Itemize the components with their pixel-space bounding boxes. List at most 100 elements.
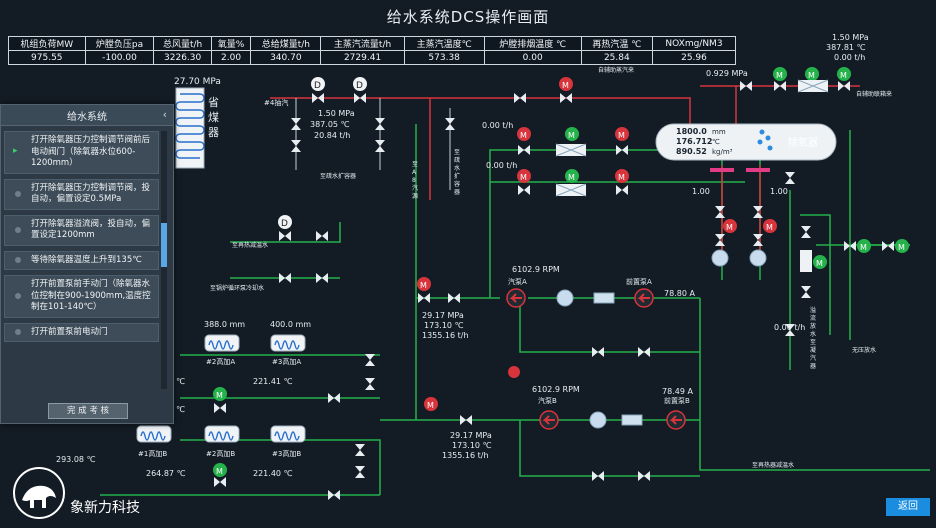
overflow-2: 流 [810,314,816,322]
header-a-temp: 173.10 ℃ [424,321,464,330]
scrollbar[interactable] [161,131,167,389]
hp-heater-3b[interactable] [270,425,306,443]
param-value: 0.00 [483,50,582,65]
page-title: 给水系统DCS操作画面 [386,8,550,26]
to-boiler-cooling-label: 至锅炉循环泵冷却水 [210,284,264,292]
param-header: 总给煤量t/h [250,36,322,51]
step-text: 打开除氧器压力控制调节阀，投自动，偏置设定0.5MPa [31,182,151,205]
step-item[interactable]: ▸ 打开除氧器压力控制调节阀前后电动阀门（除氧器水位600-1200mm） [4,131,159,174]
hp-heater-2b[interactable] [204,425,240,443]
overflow-4: 水 [810,330,816,338]
to-a8-3: 8 [412,177,416,184]
hp-heater-1b[interactable] [136,425,172,443]
heat-exchanger-a[interactable] [555,143,587,157]
svg-text:M: M [216,391,223,400]
svg-text:M: M [726,223,733,232]
header-a-pressure: 29.17 MPa [422,311,464,320]
hp-heater-2a[interactable] [204,334,240,352]
svg-text:D: D [281,219,288,229]
feed-pump-a[interactable] [506,288,526,308]
parameter-header-row: 机组负荷MW 炉膛负压pa 总风量t/h 氧量% 总给煤量t/h 主蒸汽流量t/… [8,36,737,51]
step-text: 打开前置泵前手动门（除氧器水位控制在900-1900mm,温度控制在101-14… [31,279,151,312]
feed-pump-b[interactable] [539,410,559,430]
temp-221a: 221.41 ℃ [253,377,293,386]
motor-valves[interactable]: D D D M M M M M M M M M M M M M M M M M … [213,67,909,477]
overflow-valve[interactable] [800,250,812,272]
step-item[interactable]: 等待除氧器温度上升到135℃ [4,250,159,270]
collapse-icon[interactable]: ‹ [162,108,167,121]
steam-flow: 20.84 t/h [314,131,350,140]
step-list[interactable]: ▸ 打开除氧器压力控制调节阀前后电动阀门（除氧器水位600-1200mm） 打开… [4,131,159,385]
svg-text:M: M [520,173,527,182]
overflow-8: 器 [810,363,816,370]
steam-pipes [270,85,860,260]
svg-text:M: M [562,81,569,90]
step-item[interactable]: 打开前置泵前电动门 [4,322,159,342]
economizer-label-2: 煤 [208,111,219,124]
heat-exchanger-b[interactable] [555,183,587,197]
step-text: 打开前置泵前电动门 [31,326,108,337]
booster-pump-b[interactable] [666,410,686,430]
back-button[interactable]: 返回 [886,498,930,516]
complete-assessment-button[interactable]: 完 成 考 核 [48,403,128,419]
svg-text:M: M [860,243,867,252]
temp-unit-2: ℃ [176,405,185,414]
steam-pressure: 1.50 MPa [318,109,355,118]
param-value: 573.38 [403,50,485,65]
param-value: 975.55 [8,50,86,65]
hp-heater-3a[interactable] [270,334,306,352]
company-logo-icon [13,467,65,519]
to-a8-1: 至 [412,161,418,168]
overflow-7: 汽 [810,354,816,362]
to-drain-6: 器 [454,189,460,196]
param-value: 2729.41 [320,50,405,65]
hp-heater-3a-label: #3高加A [272,357,301,366]
panel-header: 给水系统 ‹ [1,105,173,126]
line-flow-2: 0.00 t/h [486,161,517,170]
svg-text:D: D [314,81,321,91]
hp-heater-2b-label: #2高加B [206,449,235,458]
svg-text:M: M [216,467,223,476]
step-item[interactable]: 打开前置泵前手动门（除氧器水位控制在900-1900mm,温度控制在101-14… [4,275,159,318]
step-text: 打开除氧器溢流阀，投自动，偏置设定1200mm [31,218,151,241]
steam-temp: 387.05 ℃ [310,120,350,129]
panel-title: 给水系统 [67,111,107,123]
deaerator[interactable] [655,123,837,161]
header-b-pressure: 29.17 MPa [450,431,492,440]
temp-221b: 221.40 ℃ [253,469,293,478]
no-pressure-drain-label: 无压放水 [852,346,876,354]
deaerator-unit-c: ℃ [712,138,720,146]
heat-exchanger-c[interactable] [797,79,829,93]
svg-text:M: M [520,131,527,140]
scrollbar-thumb[interactable] [161,223,167,267]
svg-text:M: M [808,71,815,80]
step-dot-icon [15,227,21,233]
param-value: -100.00 [84,50,155,65]
deaerator-unit-density: kg/m³ [712,148,733,156]
economizer[interactable] [175,87,205,169]
booster-pump-b-current: 78.49 A [662,387,693,396]
step-item[interactable]: 打开除氧器溢流阀，投自动，偏置设定1200mm [4,214,159,246]
tr-pressure: 1.50 MPa [832,33,869,42]
header-b-temp: 173.10 ℃ [452,441,492,450]
param-header: 氧量% [210,36,252,51]
param-header: 炉膛负压pa [84,36,155,51]
economizer-label-3: 器 [208,126,219,139]
svg-text:M: M [776,71,783,80]
to-drain-5: 容 [454,180,460,188]
to-drain-tank-label: 至疏水扩容器 [320,172,356,180]
hp-heater-level-2: 400.0 mm [270,320,311,329]
step-item[interactable]: 打开除氧器压力控制调节阀，投自动，偏置设定0.5MPa [4,178,159,210]
pump-b-label: 汽泵B [538,396,557,405]
booster-pump-a-label: 前置泵A [626,277,652,286]
booster-pump-a[interactable] [634,288,654,308]
aux-header-label: 自辅助联箱来 [856,90,892,98]
svg-text:M: M [898,243,905,252]
valve-position-bar-1 [710,168,734,172]
extraction-4-label: #4抽汽 [264,98,288,107]
svg-text:M: M [618,173,625,182]
param-value: 340.70 [250,50,322,65]
tr-temp: 387.81 ℃ [826,43,866,52]
overflow-6: 凝 [810,346,816,354]
